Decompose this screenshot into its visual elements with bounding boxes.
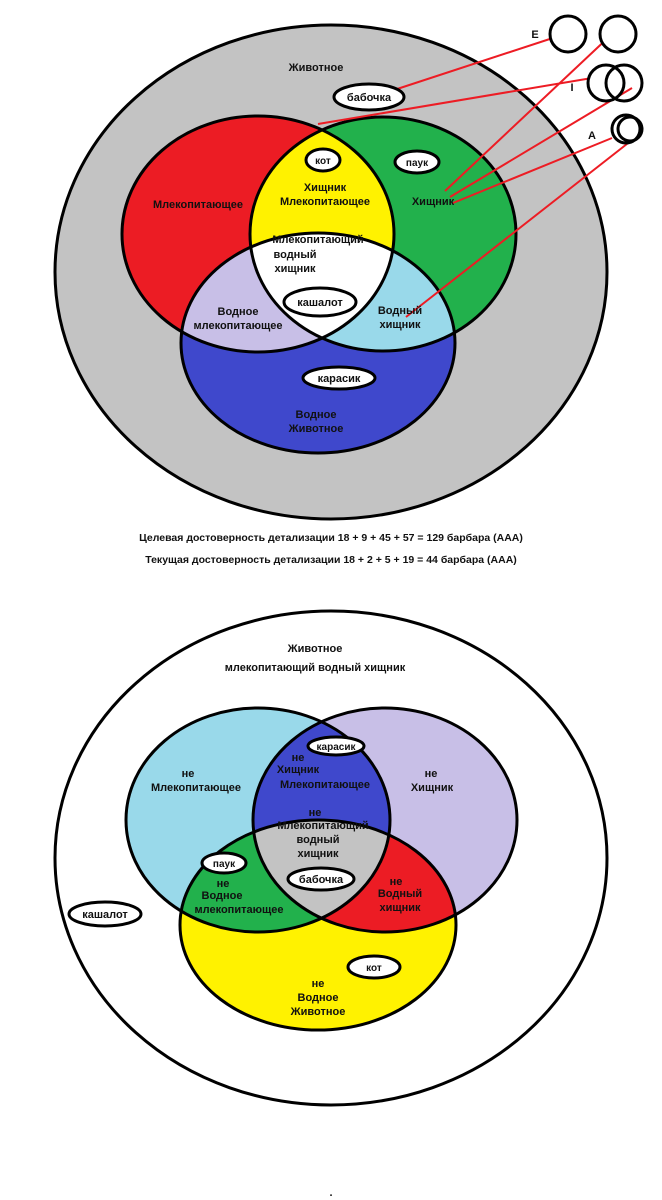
bottom-center-label-2: Млекопитающий [277, 820, 368, 832]
top-predator-mammal-label-2: Млекопитающее [280, 196, 370, 208]
a-symbol-circle-right [616, 115, 644, 143]
svg-text:бабочка: бабочка [347, 92, 392, 104]
bottom-left-low-label-3: млекопитающее [195, 904, 284, 916]
svg-text:кот: кот [366, 963, 382, 974]
bottom-left-low-label-1: не [217, 878, 230, 890]
top-water-predator-label-2: хищник [379, 319, 421, 331]
bottom-top-mid-label-3: Млекопитающее [280, 779, 370, 791]
bottom-not-predator-label-2: Хищник [411, 782, 454, 794]
svg-text:карасик: карасик [317, 742, 357, 753]
top-water-mammal-label-2: млекопитающее [194, 320, 283, 332]
top-center-label-3: хищник [274, 263, 316, 275]
bottom-not-mammal-label-1: не [182, 768, 195, 780]
svg-text:паук: паук [213, 859, 236, 870]
bottom-not-mammal-label-2: Млекопитающее [151, 782, 241, 794]
top-center-label-2: водный [274, 249, 317, 261]
top-predator-mammal-label-1: Хищник [304, 182, 347, 194]
side-set-symbols: E I A [531, 14, 644, 145]
bottom-animal-label-1: Животное [287, 643, 343, 655]
target-caption: Целевая достоверность детализации 18 + 9… [139, 532, 523, 544]
top-water-outline [179, 231, 457, 455]
bottom-not-water-outline [178, 818, 458, 1032]
bottom-not-water-label-3: Животное [290, 1006, 346, 1018]
top-token-spider: паук [393, 149, 441, 175]
top-connector-lines [317, 33, 633, 318]
bottom-right-low-label-1: не [390, 876, 403, 888]
top-token-butterfly: бабочка [332, 82, 406, 112]
i-letter: I [570, 82, 573, 94]
bottom-not-water-label-2: Водное [298, 992, 339, 1004]
bottom-top-mid-label-2: Хищник [277, 764, 320, 776]
bottom-top-mid-label-1: не [292, 752, 305, 764]
bottom-not-predator-label-1: не [425, 768, 438, 780]
bottom-not-predator-outline [251, 706, 519, 934]
bottom-not-water-label-1: не [312, 978, 325, 990]
top-predator-outline [248, 115, 518, 353]
top-token-carp: карасик [301, 365, 377, 391]
bottom-venn-diagram: Животное млекопитающий водный хищник не … [53, 609, 609, 1107]
e-letter: E [531, 29, 538, 41]
svg-text:паук: паук [406, 158, 429, 169]
top-venn-diagram: E I A Животное Млекопитающее Хищник Млек… [53, 14, 644, 521]
bottom-left-low-label-2: Водное [202, 890, 243, 902]
top-mammal-label: Млекопитающее [153, 199, 243, 211]
bottom-center-label-4: хищник [297, 848, 339, 860]
top-water-predator-label-1: Водный [378, 305, 422, 317]
svg-text:бабочка: бабочка [299, 874, 344, 886]
bottom-animal-label-2: млекопитающий водный хищник [225, 662, 406, 674]
bottom-right-low-label-3: хищник [379, 902, 421, 914]
svg-text:карасик: карасик [318, 373, 361, 385]
bottom-token-carp: карасик [306, 735, 366, 757]
top-animal-label: Животное [288, 62, 344, 74]
footer-mark: . [329, 1187, 332, 1199]
bottom-not-mammal-outline [124, 706, 392, 934]
svg-text:кашалот: кашалот [82, 909, 128, 921]
i-symbol-circle-right [604, 63, 644, 103]
bottom-center-label-1: не [309, 807, 322, 819]
bottom-token-butterfly: бабочка [286, 866, 356, 892]
bottom-token-whale: кашалот [67, 900, 143, 928]
current-caption: Текущая достоверность детализации 18 + 2… [145, 554, 517, 566]
svg-text:кот: кот [315, 156, 331, 167]
bottom-token-cat: кот [346, 954, 402, 980]
top-water-animal-label-2: Животное [288, 423, 344, 435]
bottom-right-low-label-2: Водный [378, 888, 422, 900]
a-letter: A [588, 130, 596, 142]
top-predator-label: Хищник [412, 196, 455, 208]
top-water-mammal-label-1: Водное [218, 306, 259, 318]
svg-text:кашалот: кашалот [297, 297, 343, 309]
bottom-token-spider: паук [200, 851, 248, 875]
bottom-center-label-3: водный [297, 834, 340, 846]
top-mammal-outline [120, 114, 396, 354]
top-token-cat: кот [304, 147, 342, 173]
top-center-label-1: Млекопитающий [272, 234, 363, 246]
top-water-animal-label-1: Водное [296, 409, 337, 421]
e-symbol-circle-left [548, 14, 588, 54]
top-token-whale: кашалот [282, 286, 358, 318]
e-symbol-circle-right [598, 14, 638, 54]
